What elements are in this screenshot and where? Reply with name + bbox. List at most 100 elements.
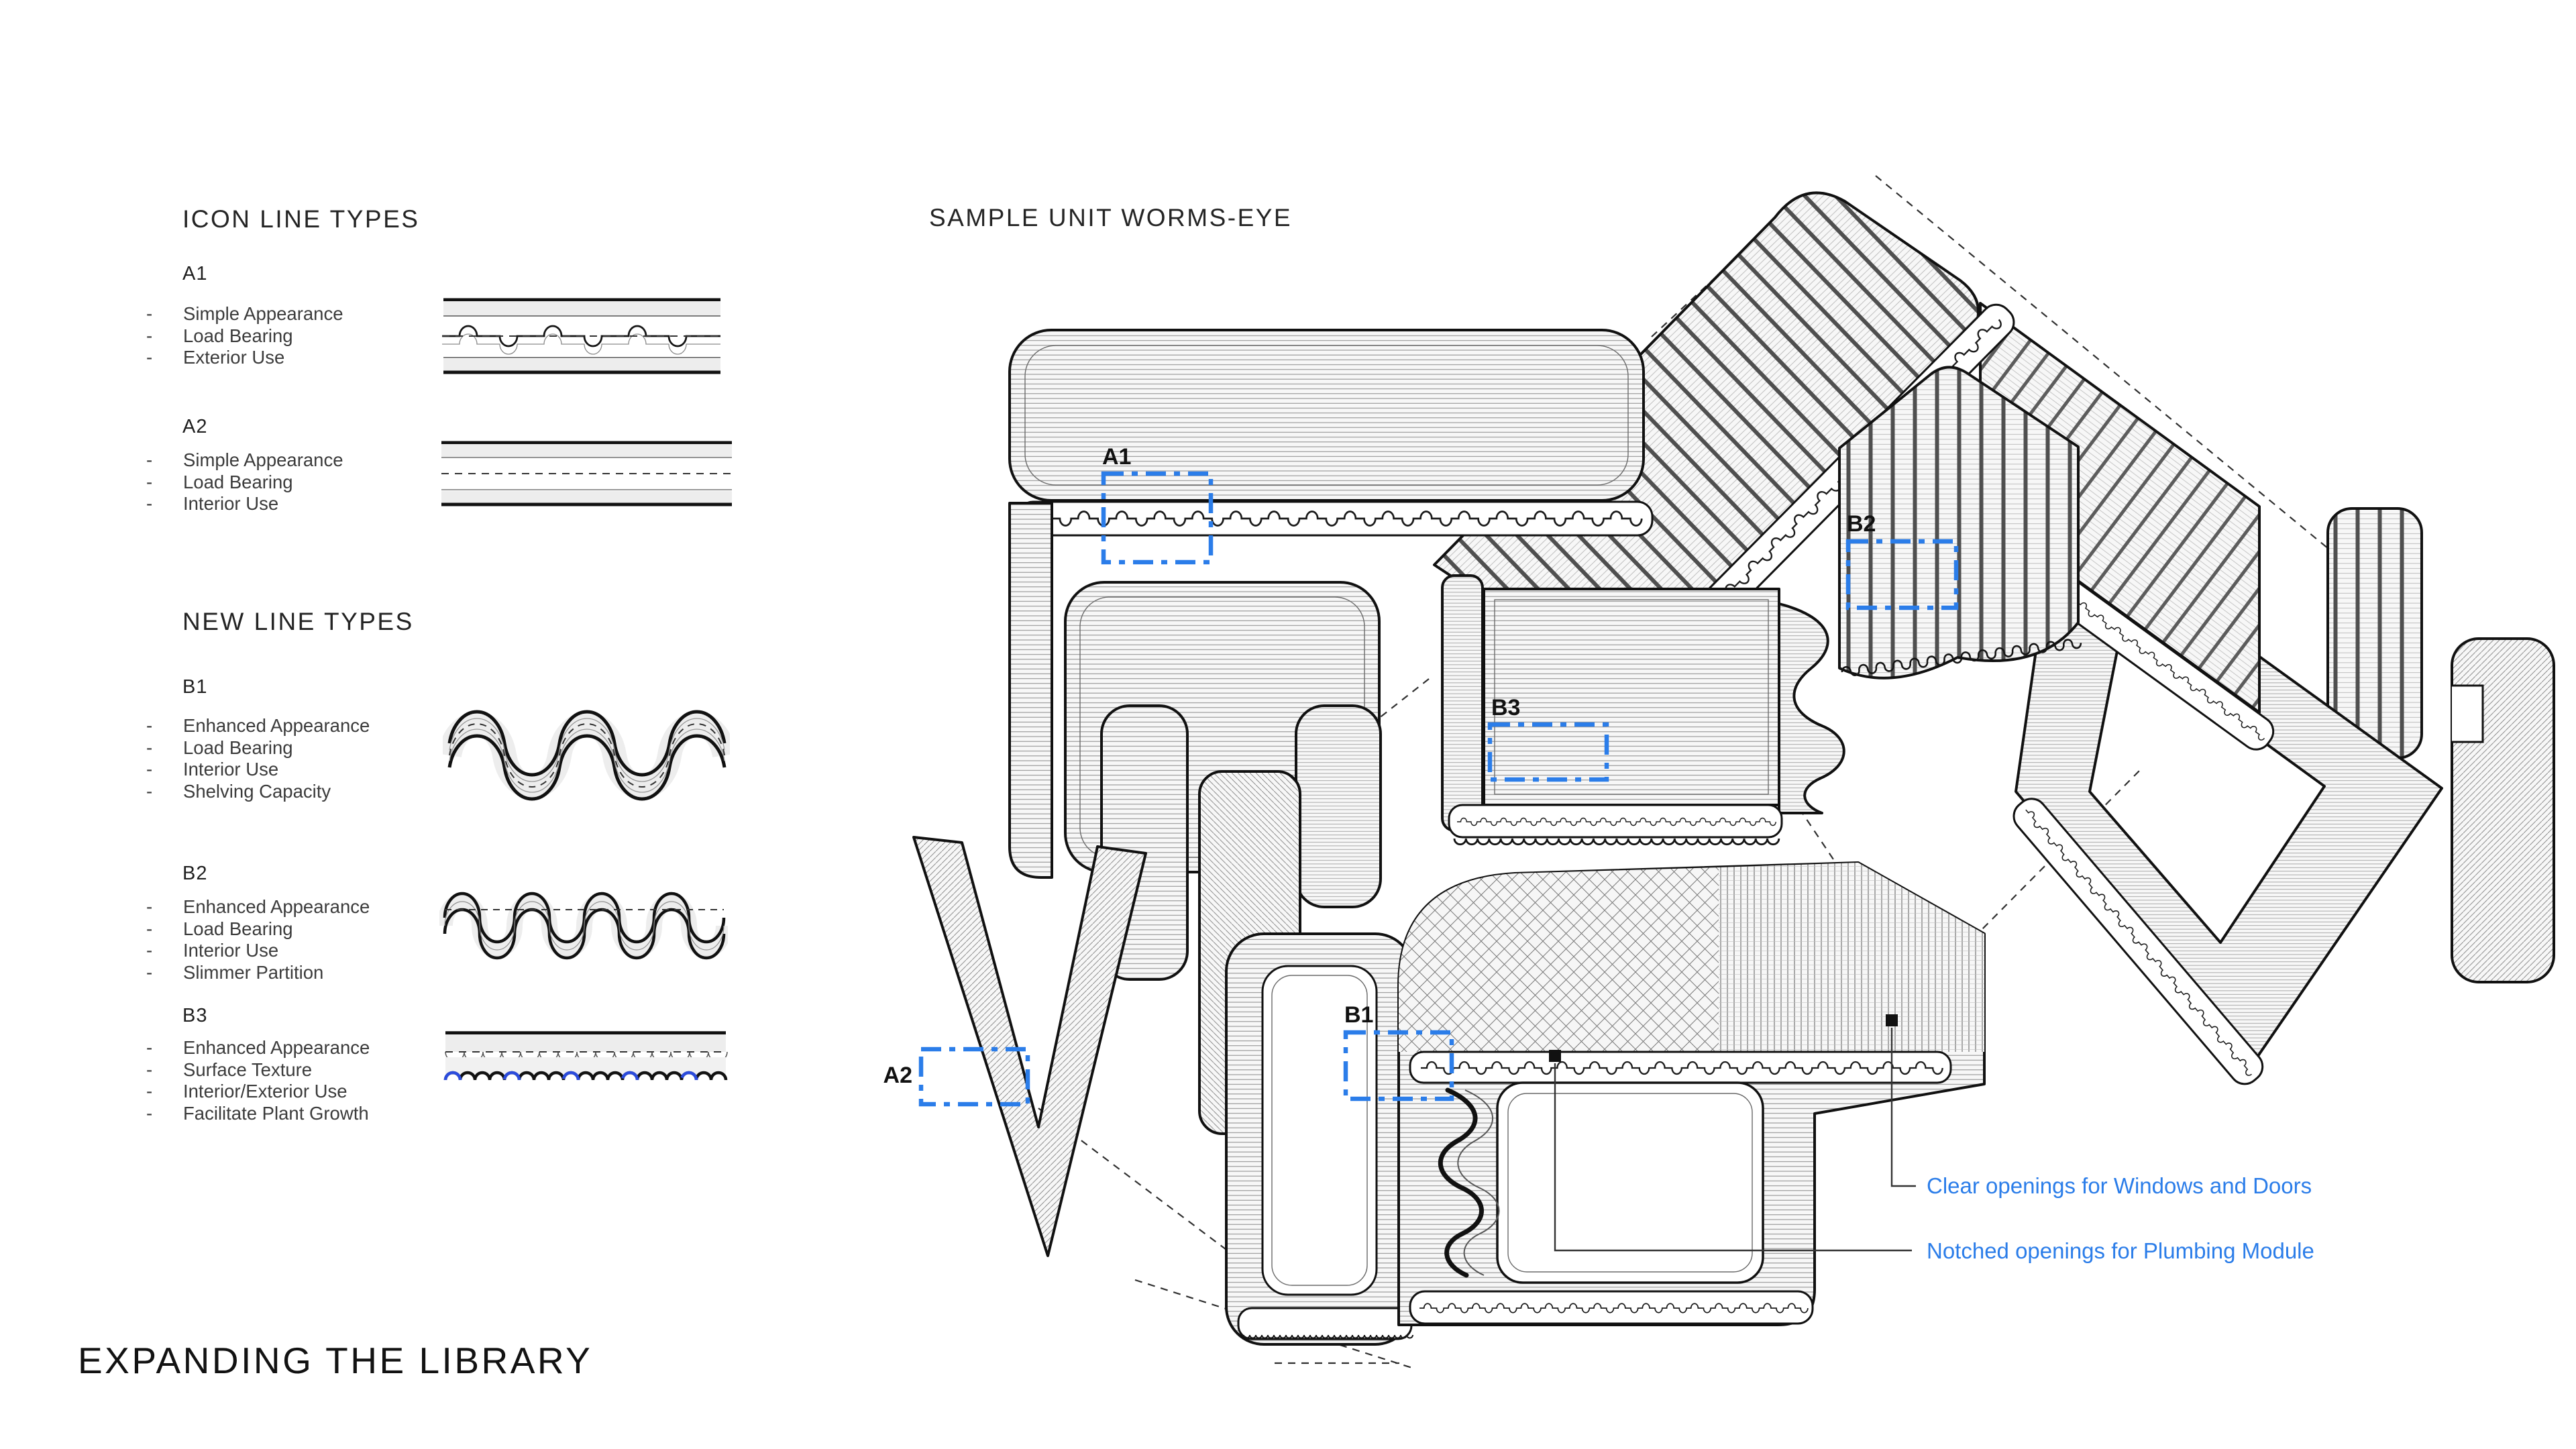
line-type-b3-diagram <box>443 1031 728 1081</box>
list-item: - Load Bearing <box>146 737 370 759</box>
item-label: Interior Use <box>183 493 279 514</box>
b2-corrugated-panel <box>1838 366 2082 680</box>
bullet-dash: - <box>146 961 153 983</box>
item-label: Interior Use <box>183 940 279 961</box>
item-label: Interior/Exterior Use <box>183 1081 347 1102</box>
bullet-dash: - <box>146 303 153 324</box>
line-type-b1-diagram <box>443 710 730 801</box>
textured-rail-b3 <box>1448 804 1783 846</box>
bullet-dash: - <box>146 896 153 917</box>
bottom-left-wall-assembly <box>912 704 1414 1346</box>
legend-b1-heading: B1 <box>182 676 208 698</box>
centerline-dashed <box>449 723 725 788</box>
bullet-dash: - <box>146 780 153 802</box>
list-item: - Interior Use <box>146 493 343 515</box>
list-item: - Interior Use <box>146 940 370 962</box>
inner-room-opening <box>1496 1081 1764 1284</box>
list-item: - Enhanced Appearance <box>146 1037 370 1059</box>
right-end-wall-panels <box>2326 507 2555 983</box>
bullet-dash: - <box>146 325 153 346</box>
legend-a1-items: - Simple Appearance - Load Bearing - Exteri… <box>146 303 343 369</box>
list-item: -Slimmer Partition <box>146 962 370 984</box>
callout-label-a2: A2 <box>883 1063 912 1088</box>
item-label: Enhanced Appearance <box>183 896 370 917</box>
bullet-dash: - <box>146 471 153 492</box>
bullet-dash: - <box>146 1059 153 1080</box>
list-item: - Simple Appearance <box>146 303 343 325</box>
list-item: - Enhanced Appearance <box>146 715 370 737</box>
annotation-markers <box>1549 1014 1916 1252</box>
line-type-a2-diagram <box>441 441 732 506</box>
list-item: - Load Bearing <box>146 325 343 347</box>
list-item: - Load Bearing <box>146 918 370 941</box>
legend-b3-heading: B3 <box>182 1005 208 1026</box>
page-title: EXPANDING THE LIBRARY <box>78 1340 593 1381</box>
legend-section1-title: ICON LINE TYPES <box>182 205 420 233</box>
bullet-dash: - <box>146 715 153 736</box>
legend-b3-items: - Enhanced Appearance - Surface Texture - I… <box>146 1037 370 1124</box>
plant-growth-scallop-edge <box>1453 837 1780 846</box>
interlock-rail-bottom <box>1409 1290 1814 1325</box>
callout-box-b1 <box>1343 1030 1454 1102</box>
list-item: - Surface Texture <box>146 1059 370 1081</box>
legend-a2-heading: A2 <box>182 416 208 437</box>
bullet-dash: - <box>146 347 153 368</box>
bullet-dash: - <box>146 940 153 961</box>
item-label: Load Bearing <box>183 471 293 492</box>
interlock-rail <box>2012 798 2264 1085</box>
legend-section2-title: NEW LINE TYPES <box>182 608 414 635</box>
squiggle-wall-edge <box>1778 602 1845 814</box>
bullet-dash: - <box>146 1037 153 1058</box>
callout-box-b2 <box>1845 539 1959 610</box>
bullet-dash: - <box>146 493 153 514</box>
line-type-b2-diagram <box>439 892 728 960</box>
list-item: - Enhanced Appearance <box>146 896 370 918</box>
item-label: Load Bearing <box>183 737 293 758</box>
legend-b1-items: - Enhanced Appearance - Load Bearing - Inte… <box>146 715 370 802</box>
b1-shelving-squiggle-wall <box>1438 1087 1484 1278</box>
list-item: - Load Bearing <box>146 472 343 494</box>
item-label: Shelving Capacity <box>183 780 331 802</box>
bullet-dash: - <box>146 737 153 758</box>
item-label: Load Bearing <box>183 325 293 346</box>
bullet-dash: - <box>146 1102 153 1124</box>
callout-box-a1 <box>1101 471 1214 565</box>
interlock-rail <box>1237 1307 1413 1340</box>
bullet-dash: - <box>146 759 153 780</box>
b3-room-walls <box>1441 574 1845 846</box>
bullet-dash: - <box>146 918 153 939</box>
callout-label-b3: B3 <box>1491 695 1520 720</box>
item-label: Interior Use <box>183 759 279 780</box>
item-label: Facilitate Plant Growth <box>183 1102 369 1124</box>
item-label: Surface Texture <box>183 1059 313 1080</box>
interlock-rail-a1 <box>1017 500 1654 537</box>
marker-clear-opening <box>1886 1014 1898 1026</box>
item-label: Simple Appearance <box>183 449 343 470</box>
callout-label-b2: B2 <box>1847 511 1876 537</box>
annotation-clear-openings: Clear openings for Windows and Doors <box>1927 1173 2312 1198</box>
item-label: Exterior Use <box>183 347 285 368</box>
right-u-frame-wall-assembly <box>2012 508 2443 1085</box>
item-label: Enhanced Appearance <box>183 715 370 736</box>
callout-box-b3 <box>1487 722 1609 782</box>
plant-growth-blue-scallops <box>443 1071 728 1081</box>
item-label: Simple Appearance <box>183 303 343 324</box>
item-label: Load Bearing <box>183 918 293 939</box>
bottom-center-unit <box>1397 861 1986 1326</box>
item-label: Enhanced Appearance <box>183 1037 370 1058</box>
list-item: - Simple Appearance <box>146 449 343 472</box>
legend-a2-items: - Simple Appearance - Load Bearing - Interi… <box>146 449 343 515</box>
bullet-dash: - <box>146 449 153 470</box>
list-item: - Facilitate Plant Growth <box>146 1103 370 1125</box>
list-item: - Interior Use <box>146 759 370 781</box>
list-item: - Shelving Capacity <box>146 781 370 803</box>
list-item: - Exterior Use <box>146 347 343 369</box>
fine-rib-texture <box>1719 863 1984 1052</box>
interlock-rail-mid <box>1409 1051 1952 1084</box>
legend-a1-heading: A1 <box>182 263 208 284</box>
line-type-a1-diagram <box>442 298 722 374</box>
callout-boxes <box>918 471 1959 1107</box>
legend-b2-items: - Enhanced Appearance - Load Bearing - Inte… <box>146 896 370 983</box>
